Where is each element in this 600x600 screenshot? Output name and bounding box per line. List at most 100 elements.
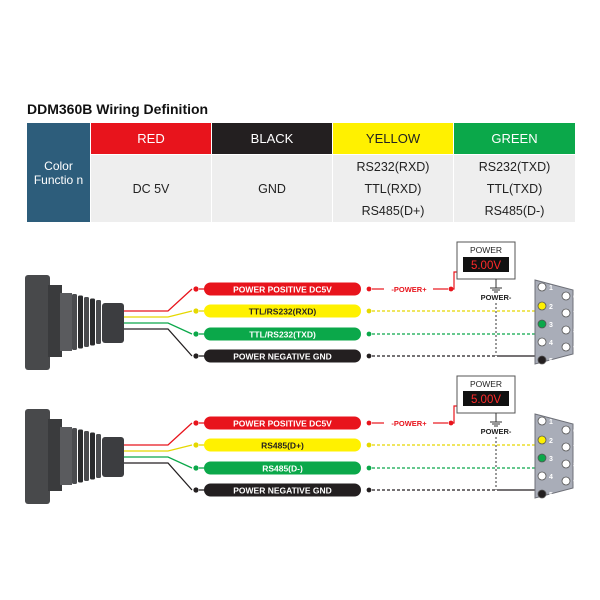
wire-yellow [124, 444, 193, 452]
function-label: RS485(D-) [484, 203, 545, 218]
db9-pin [537, 282, 547, 292]
wiring-diagram-1: POWER POSITIVE DC5V -POWER+ TTL/RS232(RXD)… [25, 241, 577, 370]
wire-label: POWER POSITIVE DC5V [233, 285, 332, 295]
db9-pin [561, 459, 571, 469]
db9-pin [561, 442, 571, 452]
wire-node-left [193, 487, 199, 493]
cable-gland-rib [72, 294, 77, 350]
db9-pin [537, 435, 547, 445]
db9-pin-number: 3 [549, 456, 553, 463]
db9-pin-number: 2 [549, 438, 553, 445]
db9-pin-number: 8 [573, 462, 577, 469]
wire-label-pill [204, 304, 361, 318]
ground-label: POWER- [481, 293, 512, 302]
cable-gland-rib [78, 429, 83, 483]
cable-gland-rib [96, 300, 101, 344]
wire-dashed [372, 439, 542, 446]
wire-label-pill [204, 438, 361, 452]
db9-pin [561, 291, 571, 301]
column-header-label: RED [137, 131, 165, 146]
db9-pin [561, 476, 571, 486]
function-label: RS232(TXD) [478, 159, 551, 174]
db9-pin [537, 301, 547, 311]
db9-pin [537, 471, 547, 481]
cable-gland-tip [102, 303, 124, 343]
function-label: RS485(D+) [361, 203, 425, 218]
db9-pin [537, 319, 547, 329]
db9-pin-number: 7 [573, 445, 577, 452]
cable-gland-rib [90, 432, 95, 480]
cable-gland-rib [78, 295, 83, 349]
db9-pin-number: 7 [573, 311, 577, 318]
function-label: DC 5V [132, 181, 170, 196]
wire-node-right [366, 442, 372, 448]
db9-pin-number: 5 [549, 492, 553, 499]
wire-node-left [193, 465, 199, 471]
wire-label: TTL/RS232(RXD) [249, 307, 317, 317]
db9-pin-number: 5 [549, 358, 553, 365]
wire-dashed [372, 305, 542, 312]
wire-node-right [366, 420, 372, 426]
wire-node-right [366, 353, 372, 359]
wire-label-pill [204, 327, 361, 341]
db9-pin [537, 489, 547, 499]
wire-label: POWER NEGATIVE GND [233, 352, 332, 362]
db9-pin [537, 337, 547, 347]
sensor-flange [48, 285, 62, 357]
function-label: TTL(RXD) [364, 181, 422, 196]
wire-dashed [372, 323, 542, 335]
db9-pin-number: 9 [573, 479, 577, 486]
db9-pin [537, 453, 547, 463]
cell-yellow-function: RS232(RXD) TTL(RXD) RS485(D+) [333, 155, 453, 222]
db9-pin-number: 4 [549, 474, 553, 481]
db9-pin-number: 8 [573, 328, 577, 335]
power-tag: -POWER+ [391, 285, 427, 294]
wire-label-pill [204, 483, 361, 497]
cable-gland-rib [90, 298, 95, 346]
db9-pin [537, 416, 547, 426]
db9-pin [561, 308, 571, 318]
function-label: GND [258, 181, 286, 196]
function-label: TTL(TXD) [486, 181, 543, 196]
cable-gland-tip [102, 437, 124, 477]
wire-node-left [193, 442, 199, 448]
wire-black [124, 462, 193, 491]
column-header-label: BLACK [250, 131, 294, 146]
page-title: DDM360B Wiring Definition [27, 101, 209, 117]
db9-pin-number: 6 [573, 428, 577, 435]
wire-black [124, 328, 193, 357]
column-header-black: BLACK [212, 123, 332, 154]
power-supply-display [463, 391, 509, 406]
column-header-red: RED [91, 123, 211, 154]
wire-label-pill [204, 282, 361, 296]
cell-red-function: DC 5V [91, 155, 211, 222]
power-supply-label: POWER [470, 245, 502, 255]
sensor-body [25, 275, 50, 370]
wire-label: POWER POSITIVE DC5V [233, 419, 332, 429]
wire-label: POWER NEGATIVE GND [233, 486, 332, 496]
db9-pin-number: 9 [573, 345, 577, 352]
wire-node-right [366, 331, 372, 337]
db9-pin [537, 355, 547, 365]
row-header: Color Functio n [27, 123, 90, 222]
ground-label: POWER- [481, 427, 512, 436]
wiring-table: Color Functio n RED BLACK YELLOW GREEN D… [27, 123, 575, 222]
column-header-label: GREEN [491, 131, 538, 146]
column-header-green: GREEN [454, 123, 575, 154]
wire-label: RS485(D-) [262, 464, 303, 474]
wire-label-pill [204, 461, 361, 475]
wire-label: TTL/RS232(TXD) [249, 330, 316, 340]
cable-nut [60, 293, 72, 351]
db9-pin-number: 4 [549, 340, 553, 347]
wire-yellow [124, 310, 193, 318]
wire-node-left [193, 331, 199, 337]
wire-dashed [372, 457, 542, 469]
column-header-label: YELLOW [365, 131, 421, 146]
column-header-yellow: YELLOW [333, 123, 453, 154]
wire-node-right [366, 487, 372, 493]
cable-nut [60, 427, 72, 485]
db9-pin-number: 1 [549, 419, 553, 426]
db9-pin-number: 1 [549, 285, 553, 292]
db9-pin [561, 425, 571, 435]
